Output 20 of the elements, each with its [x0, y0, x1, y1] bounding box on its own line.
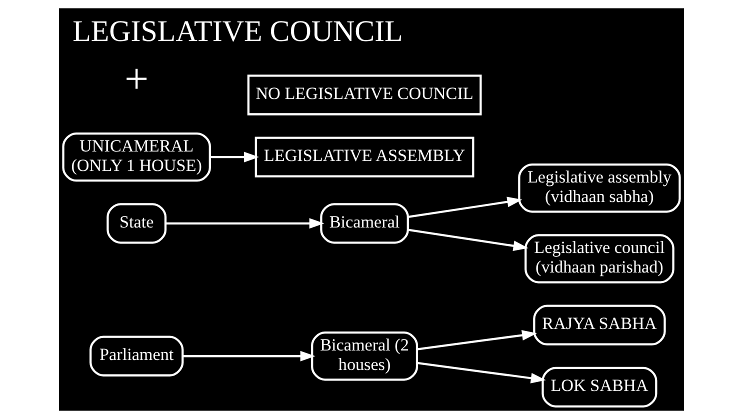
- arrow: [416, 330, 538, 350]
- diagram-title: LEGISLATIVE COUNCIL: [72, 14, 403, 48]
- arrow: [166, 218, 324, 229]
- node-box: UNICAMERAL (ONLY 1 HOUSE): [62, 132, 211, 182]
- node-box: NO LEGISLATIVE COUNCIL: [247, 74, 482, 116]
- arrow: [210, 152, 259, 162]
- arrow: [408, 228, 528, 252]
- node-box: Bicameral (2 houses): [311, 332, 418, 381]
- label: +: [124, 56, 149, 103]
- node-box: RAJYA SABHA: [533, 304, 666, 346]
- node-box: Legislative council (vidhaan parishad): [524, 234, 674, 284]
- arrow: [408, 196, 522, 218]
- arrow: [416, 362, 546, 384]
- node-box: Legislative assembly (vidhaan sabha): [518, 163, 681, 213]
- node-box: LOK SABHA: [542, 366, 658, 408]
- node-box: Bicameral: [320, 203, 409, 244]
- node-box: Parliament: [90, 336, 184, 376]
- node-box: State: [106, 203, 167, 244]
- node-box: LEGISLATIVE ASSEMBLY: [254, 136, 474, 178]
- arrow: [182, 350, 316, 362]
